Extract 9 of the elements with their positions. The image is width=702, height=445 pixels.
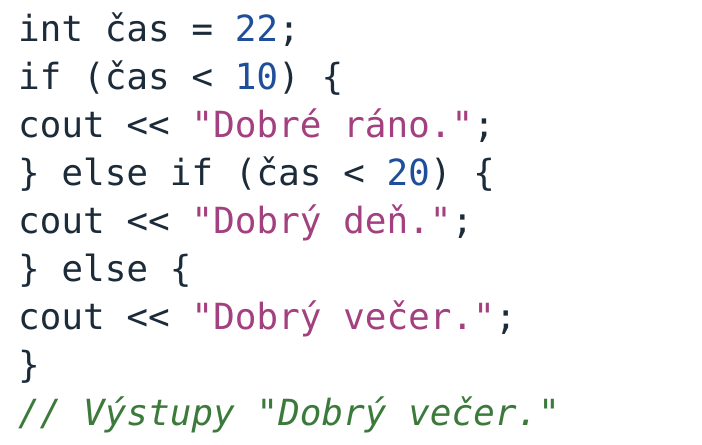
code-line: } (18, 344, 40, 388)
code-line: } else if (čas < 20) { (18, 152, 495, 196)
code-line: } else { (18, 248, 192, 292)
code-line: if (čas < 10) { (18, 56, 344, 100)
code-line: int čas = 22; (18, 8, 300, 52)
code-line: cout << "Dobrý deň."; (18, 200, 474, 244)
code-line: cout << "Dobré ráno."; (18, 104, 495, 148)
code-line: cout << "Dobrý večer."; (18, 296, 517, 340)
code-comment: // Výstupy "Dobrý večer." (18, 392, 560, 436)
